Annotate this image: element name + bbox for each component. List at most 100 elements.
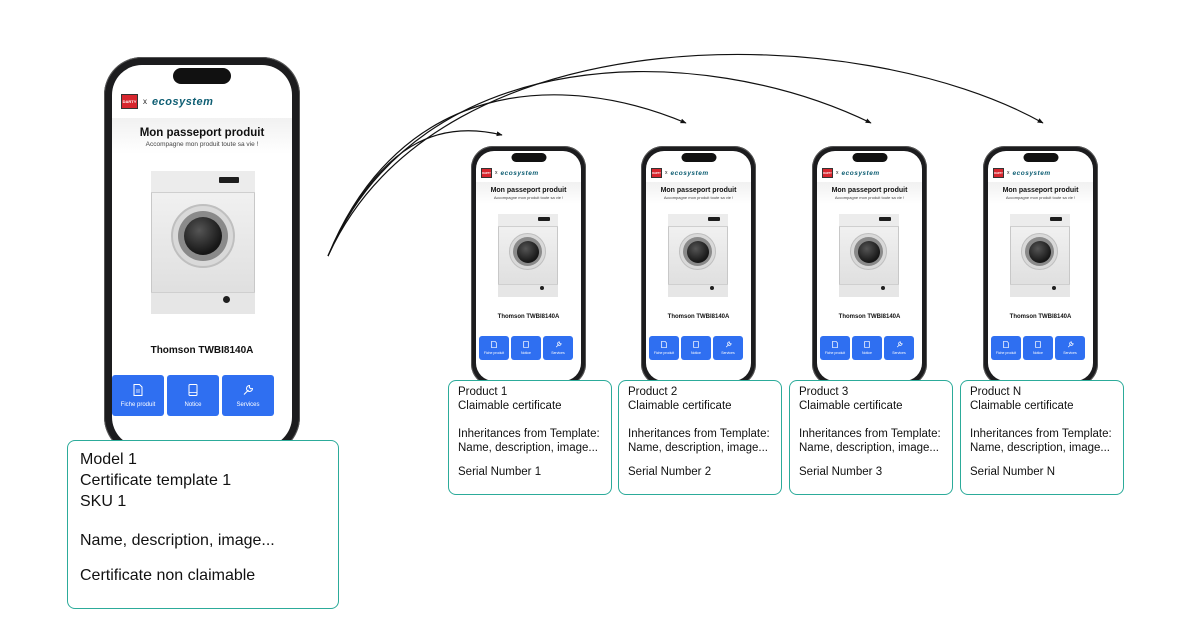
fiche-produit-button[interactable]: Fiche produit: [479, 336, 509, 360]
fiche-produit-button[interactable]: Fiche produit: [649, 336, 679, 360]
book-icon: [693, 341, 699, 348]
template-card: Model 1 Certificate template 1 SKU 1 Nam…: [67, 440, 339, 609]
product-title: Product N: [970, 386, 1022, 398]
ecosystem-logo: ecosystem: [152, 95, 214, 108]
product-model-name: Thomson TWBI8140A: [497, 314, 560, 320]
passport-title: Mon passeport produit: [139, 127, 265, 139]
product-model-name: Thomson TWBI8140A: [1009, 314, 1072, 320]
wrench-icon: [896, 341, 903, 348]
darty-logo: DARTY: [481, 168, 492, 178]
brand-separator: x: [665, 170, 668, 176]
book-icon: [188, 383, 198, 396]
phone-notch: [173, 68, 231, 84]
washing-machine-image: [839, 214, 899, 297]
darty-logo: DARTY: [121, 94, 138, 109]
passport-title: Mon passeport produit: [831, 187, 908, 194]
notice-button[interactable]: Notice: [852, 336, 882, 360]
product-certificate: Claimable certificate: [628, 400, 732, 412]
brand-header: DARTY x ecosystem: [481, 168, 539, 178]
notice-label: Notice: [521, 351, 531, 355]
document-icon: [491, 341, 497, 348]
serial-number: Serial Number 1: [458, 466, 542, 478]
fiche-produit-label: Fiche produit: [824, 351, 846, 355]
notice-button[interactable]: Notice: [167, 375, 219, 416]
wrench-icon: [1067, 341, 1074, 348]
fiche-produit-button[interactable]: Fiche produit: [820, 336, 850, 360]
washing-machine-image: [668, 214, 728, 297]
product-card-1: Product 1 Claimable certificate Inherita…: [448, 380, 612, 495]
template-attributes: Name, description, image...: [80, 532, 275, 549]
book-icon: [1035, 341, 1041, 348]
fiche-produit-label: Fiche produit: [995, 351, 1017, 355]
product-model-name: Thomson TWBI8140A: [150, 345, 254, 356]
product-title: Product 3: [799, 386, 849, 398]
arrow-to-product-n: [327, 53, 1044, 257]
services-button[interactable]: Services: [713, 336, 743, 360]
product-phone-3: DARTY x ecosystem Mon passeport produit …: [812, 146, 927, 386]
notice-button[interactable]: Notice: [511, 336, 541, 360]
book-icon: [523, 341, 529, 348]
product-card-n: Product N Claimable certificate Inherita…: [960, 380, 1124, 495]
notice-label: Notice: [691, 351, 701, 355]
fiche-produit-label: Fiche produit: [483, 351, 505, 355]
fiche-produit-button[interactable]: Fiche produit: [991, 336, 1021, 360]
wrench-icon: [243, 384, 254, 395]
passport-banner: Mon passeport produit Accompagne mon pro…: [817, 182, 922, 204]
template-action-buttons: Fiche produit Notice Services: [112, 375, 274, 416]
passport-title: Mon passeport produit: [1002, 187, 1079, 194]
washing-machine-image: [1010, 214, 1070, 297]
services-button[interactable]: Services: [884, 336, 914, 360]
serial-number: Serial Number 3: [799, 466, 883, 478]
brand-header: DARTY x ecosystem: [121, 94, 213, 109]
passport-subtitle: Accompagne mon produit toute sa vie !: [493, 195, 564, 200]
darty-logo: DARTY: [993, 168, 1004, 178]
inherit-values: Name, description, image...: [628, 442, 768, 454]
passport-subtitle: Accompagne mon produit toute sa vie !: [145, 141, 259, 148]
document-icon: [661, 341, 667, 348]
passport-banner: Mon passeport produit Accompagne mon pro…: [112, 118, 292, 154]
services-button[interactable]: Services: [1055, 336, 1085, 360]
washing-machine-image: [151, 171, 255, 314]
product-title: Product 2: [628, 386, 678, 398]
brand-separator: x: [836, 170, 839, 176]
darty-logo: DARTY: [822, 168, 833, 178]
template-sku: SKU 1: [80, 493, 127, 510]
passport-subtitle: Accompagne mon produit toute sa vie !: [663, 195, 734, 200]
book-icon: [864, 341, 870, 348]
template-model: Model 1: [80, 451, 137, 468]
product-phone-n: DARTY x ecosystem Mon passeport produit …: [983, 146, 1098, 386]
action-buttons: Fiche produit Notice Services: [820, 336, 914, 360]
notice-label: Notice: [1033, 351, 1043, 355]
brand-header: DARTY x ecosystem: [993, 168, 1051, 178]
product-card-2: Product 2 Claimable certificate Inherita…: [618, 380, 782, 495]
product-certificate: Claimable certificate: [799, 400, 903, 412]
product-phone-1: DARTY x ecosystem Mon passeport produit …: [471, 146, 586, 386]
serial-number: Serial Number 2: [628, 466, 712, 478]
notice-label: Notice: [862, 351, 872, 355]
notice-button[interactable]: Notice: [681, 336, 711, 360]
fiche-produit-button[interactable]: Fiche produit: [112, 375, 164, 416]
inherit-values: Name, description, image...: [799, 442, 939, 454]
passport-banner: Mon passeport produit Accompagne mon pro…: [988, 182, 1093, 204]
product-certificate: Claimable certificate: [458, 400, 562, 412]
ecosystem-logo: ecosystem: [841, 169, 880, 177]
action-buttons: Fiche produit Notice Services: [991, 336, 1085, 360]
services-button[interactable]: Services: [543, 336, 573, 360]
wrench-icon: [725, 341, 732, 348]
brand-separator: x: [143, 97, 147, 106]
services-label: Services: [236, 401, 260, 408]
services-label: Services: [1063, 351, 1077, 355]
notice-button[interactable]: Notice: [1023, 336, 1053, 360]
wrench-icon: [555, 341, 562, 348]
services-button[interactable]: Services: [222, 375, 274, 416]
product-model-name: Thomson TWBI8140A: [667, 314, 730, 320]
washing-machine-image: [498, 214, 558, 297]
fiche-produit-label: Fiche produit: [120, 401, 156, 408]
passport-subtitle: Accompagne mon produit toute sa vie !: [834, 195, 905, 200]
template-certificate: Certificate template 1: [80, 472, 232, 489]
arrow-to-product-3: [327, 71, 872, 257]
brand-separator: x: [1007, 170, 1010, 176]
inherit-label: Inheritances from Template:: [970, 428, 1112, 440]
template-claim-status: Certificate non claimable: [80, 567, 256, 584]
